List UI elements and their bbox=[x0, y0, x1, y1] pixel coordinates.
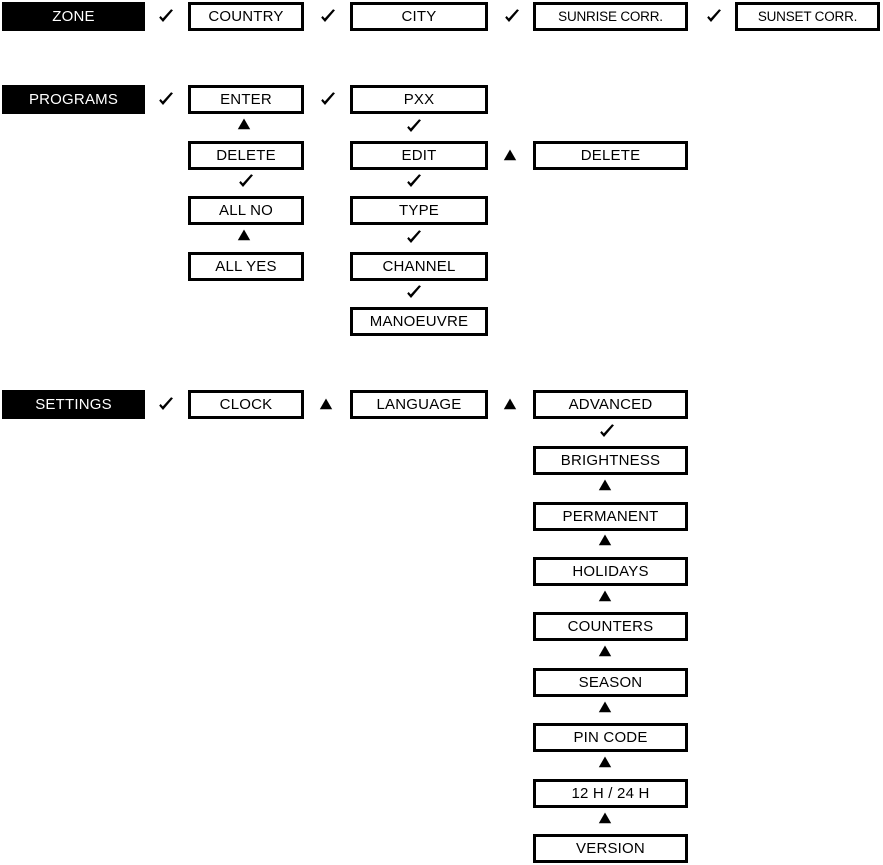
menu-node-settings-10[interactable]: VERSION bbox=[533, 834, 688, 863]
menu-node-programs-4[interactable]: PXX bbox=[350, 85, 488, 114]
menu-node-settings-3[interactable]: BRIGHTNESS bbox=[533, 446, 688, 475]
menu-node-programs-1[interactable]: DELETE bbox=[188, 141, 304, 170]
check-icon bbox=[597, 422, 617, 442]
menu-node-settings-8[interactable]: PIN CODE bbox=[533, 723, 688, 752]
check-icon bbox=[404, 283, 424, 303]
check-icon bbox=[404, 228, 424, 248]
menu-root-zone[interactable]: ZONE bbox=[2, 2, 145, 31]
menu-node-programs-3[interactable]: ALL YES bbox=[188, 252, 304, 281]
menu-node-zone-1[interactable]: CITY bbox=[350, 2, 488, 31]
menu-node-settings-4[interactable]: PERMANENT bbox=[533, 502, 688, 531]
menu-node-settings-7[interactable]: SEASON bbox=[533, 668, 688, 697]
menu-node-settings-6[interactable]: COUNTERS bbox=[533, 612, 688, 641]
triangle-up-icon bbox=[597, 589, 613, 603]
menu-node-settings-0[interactable]: CLOCK bbox=[188, 390, 304, 419]
check-icon bbox=[318, 7, 338, 27]
menu-node-settings-2[interactable]: ADVANCED bbox=[533, 390, 688, 419]
menu-node-settings-1[interactable]: LANGUAGE bbox=[350, 390, 488, 419]
menu-node-programs-0[interactable]: ENTER bbox=[188, 85, 304, 114]
menu-node-programs-6[interactable]: TYPE bbox=[350, 196, 488, 225]
check-icon bbox=[236, 172, 256, 192]
menu-node-zone-0[interactable]: COUNTRY bbox=[188, 2, 304, 31]
triangle-up-icon bbox=[597, 644, 613, 658]
menu-node-programs-9[interactable]: DELETE bbox=[533, 141, 688, 170]
check-icon bbox=[156, 7, 176, 27]
triangle-up-icon bbox=[597, 533, 613, 547]
check-icon bbox=[502, 7, 522, 27]
triangle-up-icon bbox=[318, 397, 334, 411]
triangle-up-icon bbox=[236, 117, 252, 131]
triangle-up-icon bbox=[236, 228, 252, 242]
triangle-up-icon bbox=[597, 755, 613, 769]
triangle-up-icon bbox=[597, 478, 613, 492]
menu-root-settings[interactable]: SETTINGS bbox=[2, 390, 145, 419]
check-icon bbox=[404, 117, 424, 137]
check-icon bbox=[704, 7, 724, 27]
triangle-up-icon bbox=[597, 811, 613, 825]
menu-node-settings-9[interactable]: 12 H / 24 H bbox=[533, 779, 688, 808]
menu-node-zone-3[interactable]: SUNSET CORR. bbox=[735, 2, 880, 31]
menu-node-settings-5[interactable]: HOLIDAYS bbox=[533, 557, 688, 586]
menu-node-programs-5[interactable]: EDIT bbox=[350, 141, 488, 170]
triangle-up-icon bbox=[502, 397, 518, 411]
check-icon bbox=[404, 172, 424, 192]
menu-node-zone-2[interactable]: SUNRISE CORR. bbox=[533, 2, 688, 31]
check-icon bbox=[318, 90, 338, 110]
triangle-up-icon bbox=[502, 148, 518, 162]
check-icon bbox=[156, 395, 176, 415]
menu-node-programs-8[interactable]: MANOEUVRE bbox=[350, 307, 488, 336]
menu-node-programs-7[interactable]: CHANNEL bbox=[350, 252, 488, 281]
menu-node-programs-2[interactable]: ALL NO bbox=[188, 196, 304, 225]
menu-root-programs[interactable]: PROGRAMS bbox=[2, 85, 145, 114]
check-icon bbox=[156, 90, 176, 110]
triangle-up-icon bbox=[597, 700, 613, 714]
